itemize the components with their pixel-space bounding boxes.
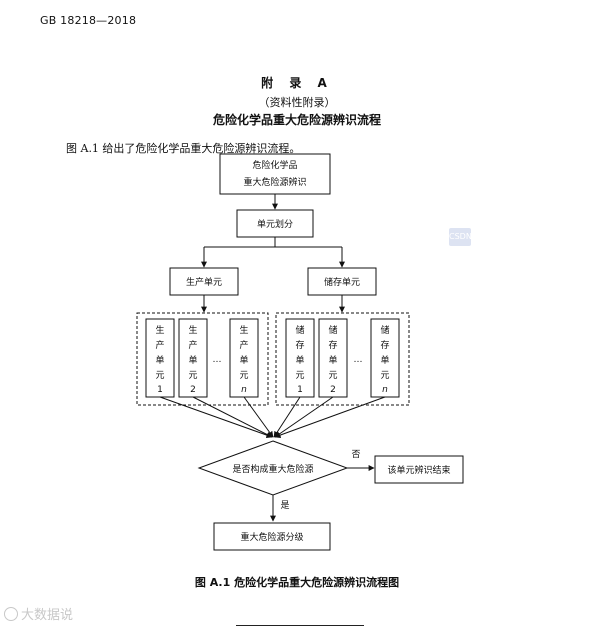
production-unit-1: 生 产 单 元 1 — [145, 318, 175, 398]
yes-label: 是 — [280, 500, 289, 511]
appendix-title: 附 录 A — [261, 76, 333, 90]
sun-c4: 元 — [380, 371, 389, 381]
su2-c3: 单 — [328, 354, 337, 366]
pun-c5: n — [241, 385, 247, 395]
grading-box: 重大危险源分级 — [213, 522, 331, 551]
pu2-c5: 2 — [190, 385, 196, 395]
su1-c5: 1 — [297, 385, 303, 395]
storage-unit-n: 储 存 单 元 n — [370, 318, 400, 398]
storage-unit-2: 储 存 单 元 2 — [318, 318, 348, 398]
start-box-line-2: 重大危险源辨识 — [243, 176, 306, 188]
watermark: 大数据说 — [4, 604, 73, 623]
pun-c4: 元 — [239, 371, 248, 381]
figure-caption: 图 A.1 危险化学品重大危险源辨识流程图 — [194, 576, 400, 589]
end-box-label: 该单元辨识结束 — [387, 464, 450, 476]
pun-c1: 生 — [239, 324, 248, 336]
production-ellipsis: … — [213, 355, 222, 365]
sun-c2: 存 — [380, 339, 389, 351]
intro-paragraph: 图 A.1 给出了危险化学品重大危险源辨识流程。 — [66, 142, 301, 155]
division-box: 单元划分 — [236, 209, 314, 238]
sun-c3: 单 — [380, 354, 389, 366]
pu1-c3: 单 — [155, 354, 164, 366]
su2-c2: 存 — [328, 339, 337, 351]
end-box: 该单元辨识结束 — [374, 455, 464, 484]
converging-lines — [159, 396, 386, 439]
su1-c2: 存 — [295, 339, 304, 351]
production-unit-box: 生产单元 — [169, 267, 239, 296]
grading-label: 重大危险源分级 — [240, 531, 303, 543]
footer-rule — [236, 625, 364, 626]
pun-c2: 产 — [239, 339, 248, 351]
pu1-c5: 1 — [157, 385, 163, 395]
storage-unit-1: 储 存 单 元 1 — [285, 318, 315, 398]
start-box: 危险化学品 重大危险源辨识 — [219, 153, 331, 195]
su1-c4: 元 — [295, 371, 304, 381]
pu2-c1: 生 — [188, 324, 197, 336]
side-badge: CSDN — [449, 228, 472, 246]
su2-c5: 2 — [330, 385, 336, 395]
storage-unit-label: 储存单元 — [324, 276, 360, 288]
sun-c5: n — [382, 385, 388, 395]
standard-code-header: GB 18218—2018 — [40, 14, 137, 27]
production-units-group — [136, 312, 269, 406]
sun-c1: 储 — [380, 324, 389, 336]
no-label: 否 — [351, 449, 360, 460]
pun-c3: 单 — [239, 354, 248, 366]
division-label: 单元划分 — [257, 218, 293, 230]
pu1-c2: 产 — [155, 339, 164, 351]
su1-c1: 储 — [295, 324, 304, 336]
appendix-nature: （资料性附录） — [258, 96, 336, 109]
pu1-c4: 元 — [155, 371, 164, 381]
decision-label: 是否构成重大危险源 — [232, 463, 313, 475]
watermark-text: 大数据说 — [21, 608, 74, 623]
start-box-line-1: 危险化学品 — [252, 159, 297, 171]
pu2-c3: 单 — [188, 354, 197, 366]
pu2-c4: 元 — [188, 371, 197, 381]
storage-units-group — [275, 312, 410, 406]
storage-ellipsis: … — [354, 355, 363, 365]
pu2-c2: 产 — [188, 339, 197, 351]
appendix-main-title: 危险化学品重大危险源辨识流程 — [212, 113, 381, 127]
decision-diamond: 是否构成重大危险源 — [197, 440, 349, 496]
pu1-c1: 生 — [155, 324, 164, 336]
watermark-logo-icon — [4, 607, 18, 621]
production-unit-n: 生 产 单 元 n — [229, 318, 259, 398]
production-unit-label: 生产单元 — [186, 276, 222, 288]
production-unit-2: 生 产 单 元 2 — [178, 318, 208, 398]
storage-unit-box: 储存单元 — [307, 267, 377, 296]
su1-c3: 单 — [295, 354, 304, 366]
su2-c1: 储 — [328, 324, 337, 336]
su2-c4: 元 — [328, 371, 337, 381]
